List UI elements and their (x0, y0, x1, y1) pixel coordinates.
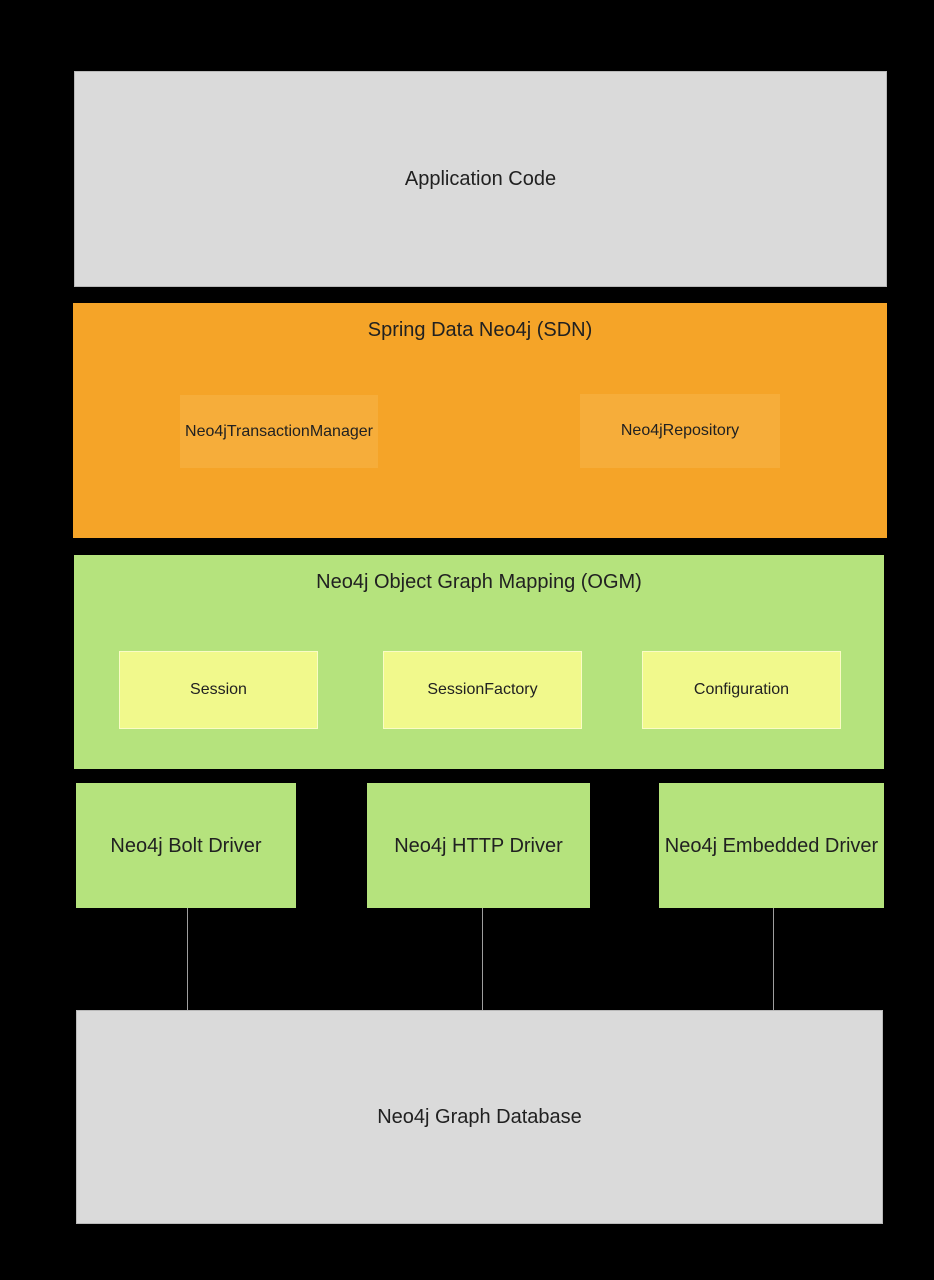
application-code-box: Application Code (74, 71, 887, 287)
embedded-driver-box: Neo4j Embedded Driver (659, 783, 884, 908)
embedded-driver-label: Neo4j Embedded Driver (664, 834, 879, 857)
bolt-driver-connector-line (187, 908, 188, 1010)
session-factory-label: SessionFactory (427, 681, 538, 699)
neo4j-ogm-box: Neo4j Object Graph Mapping (OGM) Session… (74, 555, 884, 769)
spring-data-neo4j-box: Spring Data Neo4j (SDN) Neo4jTransaction… (73, 303, 887, 538)
bolt-driver-label: Neo4j Bolt Driver (110, 834, 262, 857)
http-driver-connector-line (482, 908, 483, 1010)
neo4j-repository-box: Neo4jRepository (580, 394, 780, 468)
session-box: Session (119, 651, 318, 729)
neo4j-graph-database-box: Neo4j Graph Database (76, 1010, 883, 1224)
neo4j-ogm-title: Neo4j Object Graph Mapping (OGM) (316, 571, 642, 593)
embedded-driver-connector-line (773, 908, 774, 1010)
session-label: Session (190, 681, 247, 699)
bolt-driver-box: Neo4j Bolt Driver (76, 783, 296, 908)
session-factory-box: SessionFactory (383, 651, 582, 729)
neo4j-repository-label: Neo4jRepository (620, 422, 740, 440)
neo4j-transaction-manager-label: Neo4jTransactionManager (185, 422, 373, 440)
spring-data-neo4j-title: Spring Data Neo4j (SDN) (367, 319, 593, 341)
configuration-label: Configuration (693, 681, 790, 699)
configuration-box: Configuration (642, 651, 841, 729)
http-driver-box: Neo4j HTTP Driver (367, 783, 590, 908)
application-code-label: Application Code (404, 168, 557, 190)
neo4j-transaction-manager-box: Neo4jTransactionManager (180, 395, 378, 468)
http-driver-label: Neo4j HTTP Driver (394, 834, 563, 857)
neo4j-graph-database-label: Neo4j Graph Database (377, 1106, 582, 1128)
